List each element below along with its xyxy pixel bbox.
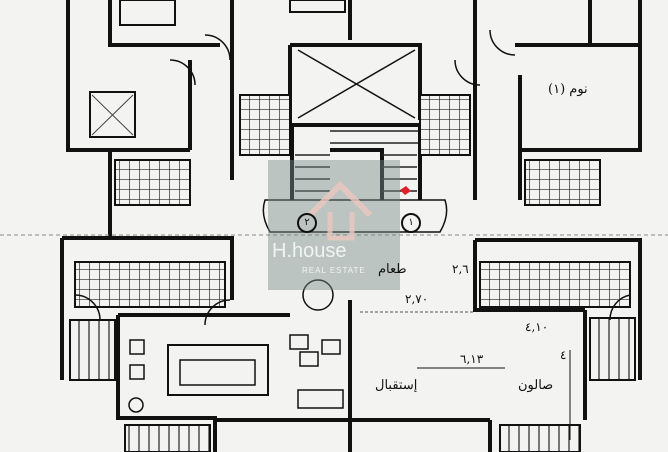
dim-dining-width: ٢,٦ [452,262,469,276]
dim-salon-side: ٤ [560,348,567,362]
label-bedroom-1: نوم (١) [548,82,588,97]
label-salon: صالون [518,378,554,393]
apartment-number-right: ١ [401,213,421,233]
dim-dining-depth: ٢,٧٠ [405,292,429,306]
dim-salon-width: ٤,١٠ [525,320,549,334]
label-reception: إستقبال [375,378,418,393]
label-dining: طعام [378,262,407,277]
red-marker [400,186,411,195]
apartment-number-left: ٢ [297,213,317,233]
watermark-brand: H.house [272,240,347,262]
watermark-tagline: REAL ESTATE [302,266,366,275]
dim-reception-length: ٦,١٣ [460,352,484,366]
